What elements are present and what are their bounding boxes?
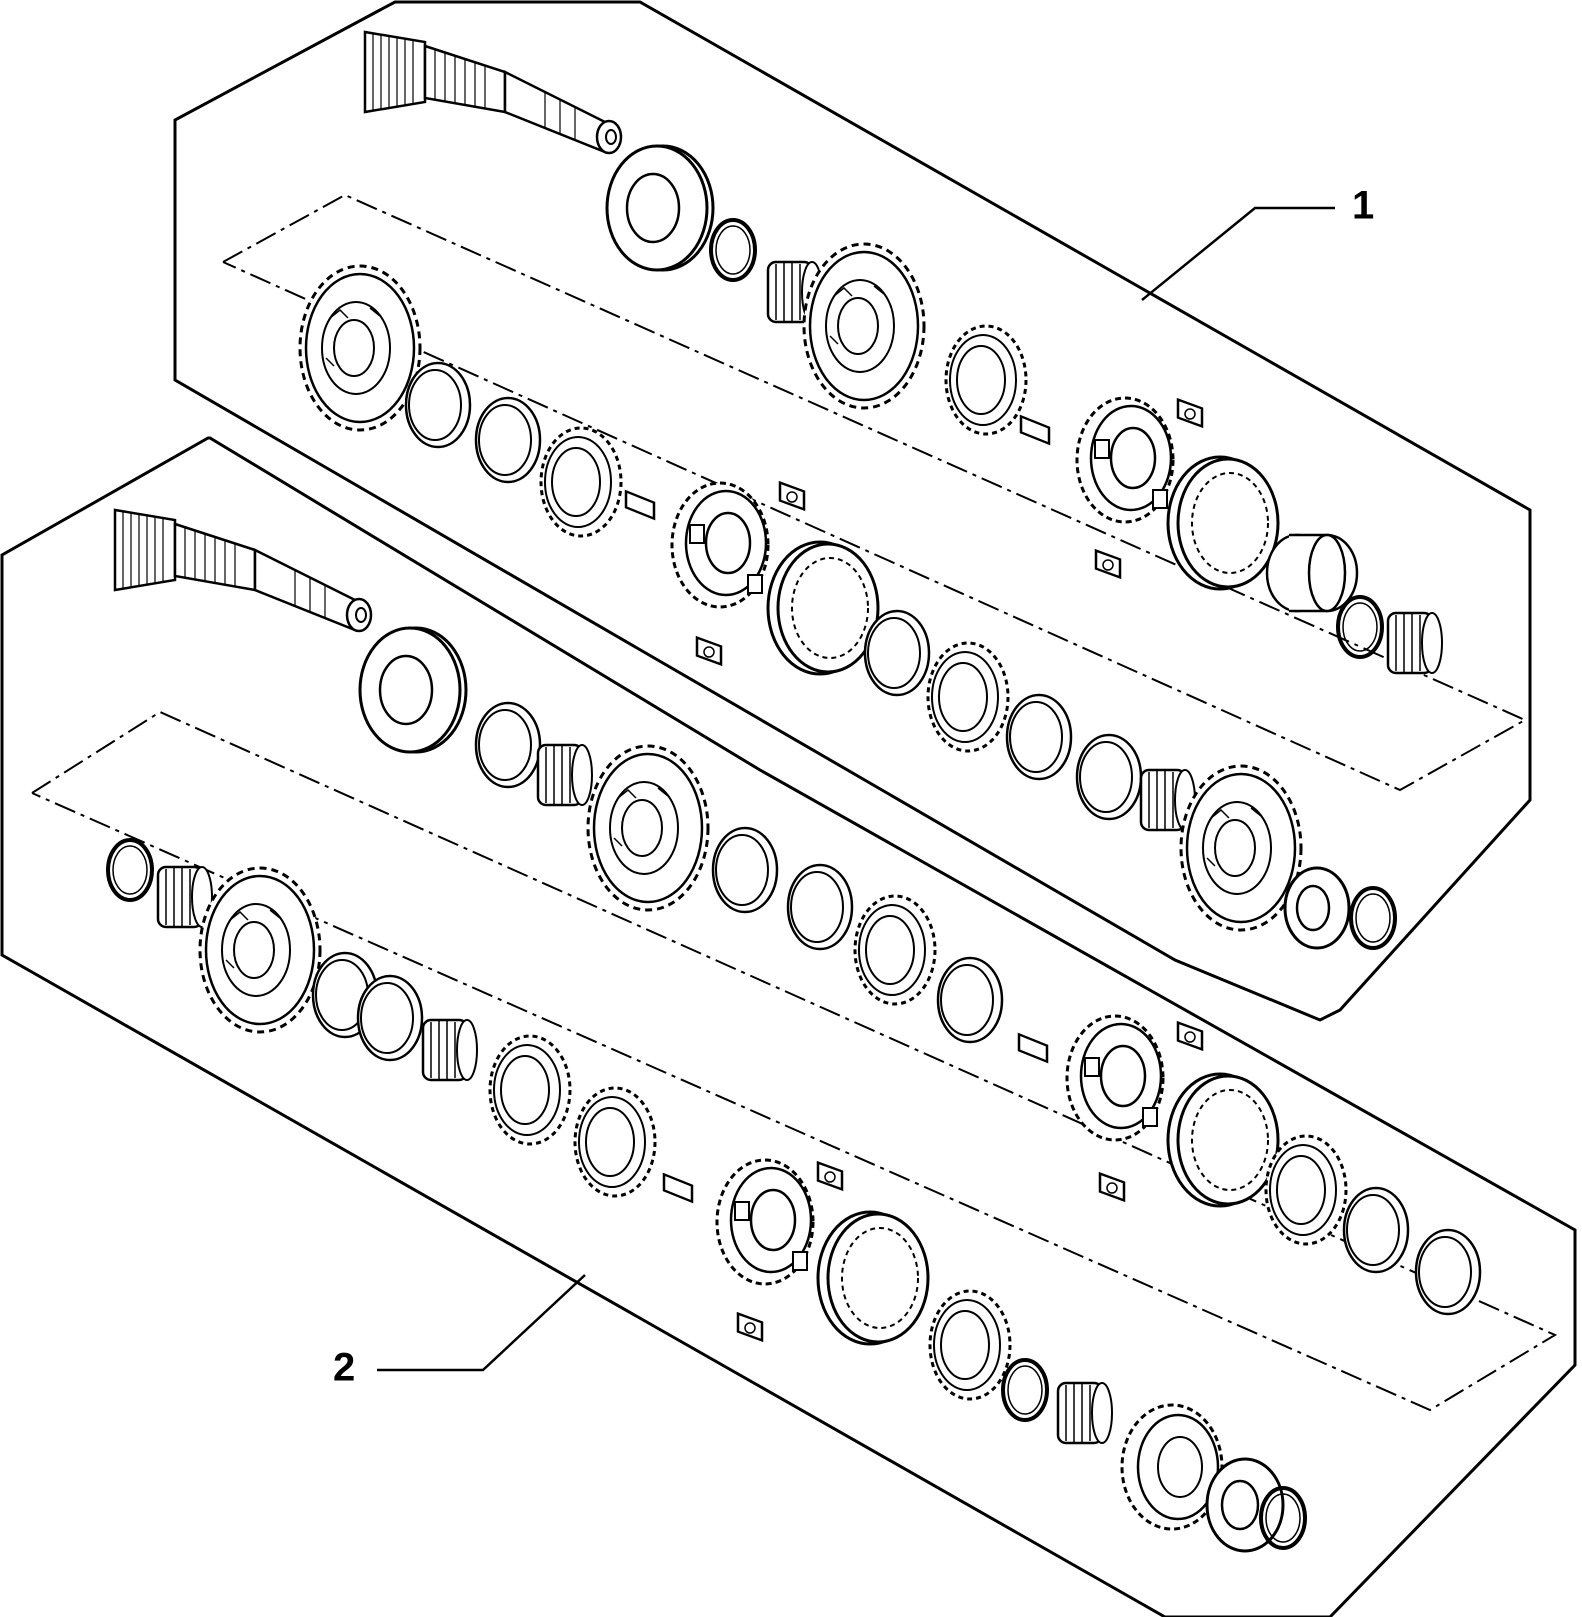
lower-key-c (816, 1161, 844, 1191)
upper-snap-ring-c (1336, 595, 1384, 659)
lower-snap-ring-b (1001, 1358, 1049, 1422)
lower-gear-b (198, 866, 322, 1034)
lower-spacer-ring (936, 956, 1004, 1044)
lower-tring-b (1264, 1134, 1348, 1246)
callout-1-label: 1 (1352, 184, 1374, 228)
lower-ring-a (474, 701, 542, 789)
lower-block-a (1017, 1033, 1049, 1063)
upper-bearing-b (1283, 866, 1351, 950)
upper-key-a (778, 481, 806, 511)
lower-sleeve-a (1166, 1072, 1280, 1208)
lower-needle-d (1056, 1381, 1114, 1445)
upper-sleeve-a (766, 540, 880, 676)
upper-shaft (363, 30, 623, 155)
upper-ring-a (404, 361, 472, 449)
callout-2-leader (377, 1274, 586, 1372)
upper-spacer (1265, 533, 1359, 613)
upper-needle-c (1386, 611, 1444, 675)
lower-snap-ring-a (106, 838, 154, 902)
upper-hub-b (1075, 396, 1175, 524)
lower-gear-c (1120, 1403, 1224, 1531)
upper-ring-e (944, 324, 1028, 436)
lower-tring-a (853, 894, 937, 1006)
lower-key-a (1176, 1021, 1204, 1051)
upper-gear-b (802, 242, 926, 410)
lower-ring-c (786, 863, 854, 951)
upper-ring-c (1005, 693, 1073, 781)
lower-gear-a (586, 744, 710, 912)
lower-sleeve-b (816, 1210, 930, 1346)
lower-hub-b (715, 1158, 815, 1286)
lower-bearing (358, 626, 468, 754)
lower-ring-b (711, 826, 779, 914)
lower-block-b (662, 1173, 694, 1203)
upper-key-c (1176, 398, 1204, 428)
upper-block-a (624, 490, 656, 520)
lower-ring-d (1342, 1186, 1410, 1274)
upper-block-b (1019, 415, 1051, 445)
upper-ring-d (1075, 733, 1143, 821)
upper-tring-b (926, 641, 1010, 753)
upper-gear-a (298, 264, 422, 432)
lower-ring-h (573, 1086, 657, 1198)
lower-needle-c (421, 1018, 479, 1082)
lower-bearing-b (1205, 1457, 1285, 1553)
upper-bearing (605, 144, 715, 272)
lower-ring-g (356, 974, 424, 1062)
upper-snap-ring-d (1349, 886, 1397, 950)
lower-tring-c (488, 1034, 572, 1146)
upper-snap-ring-b (863, 609, 931, 697)
lower-shaft (113, 508, 373, 633)
assembly-2-outline (0, 436, 1577, 1617)
upper-snap-ring-a (709, 218, 757, 282)
lower-key-d (736, 1312, 764, 1342)
callout-2-label: 2 (333, 1346, 355, 1390)
lower-needle-a (536, 743, 594, 807)
lower-tring-d (928, 1289, 1012, 1401)
assembly-2-dashed-guide (31, 710, 1558, 1412)
callout-1-leader (1141, 206, 1335, 301)
upper-key-b (695, 636, 723, 666)
upper-ring-b (474, 396, 542, 484)
upper-sleeve-b (1166, 455, 1280, 591)
upper-gear-c (1179, 764, 1303, 932)
upper-tring-a (539, 426, 623, 538)
lower-ring-e (1414, 1228, 1482, 1316)
upper-hub-a (670, 481, 770, 609)
assembly-1-outline (173, 0, 1532, 1022)
lower-key-b (1098, 1172, 1126, 1202)
lower-hub-a (1065, 1014, 1165, 1142)
assembly-1-dashed-guide (222, 193, 1528, 792)
upper-key-d (1094, 549, 1122, 579)
